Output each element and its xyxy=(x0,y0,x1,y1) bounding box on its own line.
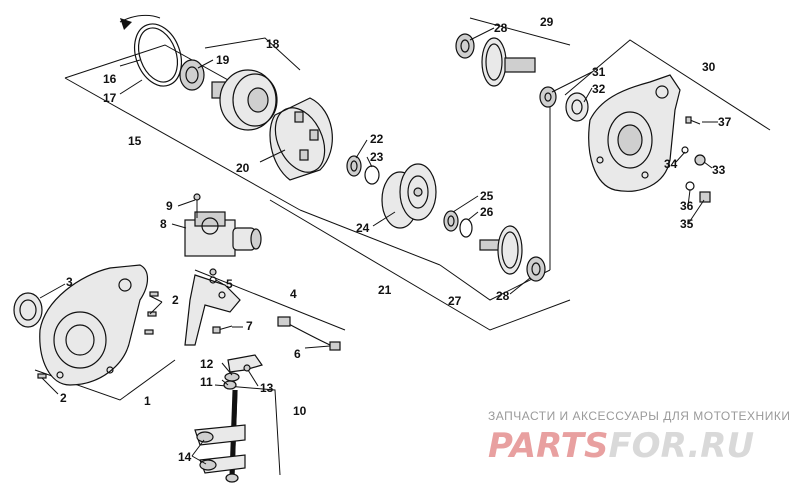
clutch-hub xyxy=(211,69,278,131)
watermark-logo: PARTSFOR.RU xyxy=(488,426,754,466)
callout-20: 20 xyxy=(236,161,250,175)
callout-8: 8 xyxy=(160,217,167,231)
callout-24: 24 xyxy=(356,221,370,235)
o-ring-34 xyxy=(681,146,689,154)
callout-2a: 2 xyxy=(172,293,179,307)
callout-28-upper: 28 xyxy=(494,21,508,35)
callout-26: 26 xyxy=(480,205,494,219)
callout-33: 33 xyxy=(712,163,726,177)
callout-17: 17 xyxy=(103,91,117,105)
callout-7: 7 xyxy=(246,319,253,333)
bolt-37 xyxy=(685,116,701,125)
callout-21: 21 xyxy=(378,283,392,297)
drain-plug-33 xyxy=(694,154,706,166)
callout-22: 22 xyxy=(370,132,384,146)
callout-19: 19 xyxy=(216,53,230,67)
callout-1: 1 xyxy=(144,394,151,408)
callout-13: 13 xyxy=(260,381,274,395)
watermark-caption: ЗАПЧАСТИ И АКСЕССУАРЫ ДЛЯ МОТОТЕХНИКИ xyxy=(488,409,790,423)
callout-36: 36 xyxy=(680,199,694,213)
shift-shaft-assembly xyxy=(194,354,263,483)
callout-23: 23 xyxy=(370,150,384,164)
callout-18: 18 xyxy=(266,37,280,51)
watermark: ЗАПЧАСТИ И АКСЕССУАРЫ ДЛЯ МОТОТЕХНИКИ PA… xyxy=(488,409,790,466)
callout-31: 31 xyxy=(592,65,606,79)
seal-ring xyxy=(13,292,43,328)
bolt-7 xyxy=(212,325,233,334)
callout-15: 15 xyxy=(128,134,142,148)
washer-31 xyxy=(539,86,557,108)
clutch-pack-24 xyxy=(381,163,437,229)
callout-29: 29 xyxy=(540,15,554,29)
callout-3: 3 xyxy=(66,275,73,289)
callout-37: 37 xyxy=(718,115,732,129)
callout-28-lower: 28 xyxy=(496,289,510,303)
leader-lines xyxy=(39,27,718,465)
watermark-logo-a: PARTS xyxy=(488,426,608,466)
callout-32: 32 xyxy=(592,82,606,96)
callout-2b: 2 xyxy=(60,391,67,405)
clutch-drum xyxy=(269,97,333,181)
callout-6: 6 xyxy=(294,347,301,361)
housing-cover xyxy=(39,264,149,386)
washer-22 xyxy=(346,155,362,177)
washer-25 xyxy=(443,210,459,232)
callout-4: 4 xyxy=(290,287,297,301)
output-gear-27 xyxy=(479,225,523,275)
gear-shaft-29 xyxy=(481,37,536,87)
callout-12: 12 xyxy=(200,357,214,371)
retaining-ring xyxy=(119,14,182,87)
callout-11: 11 xyxy=(200,375,213,389)
washer-26 xyxy=(459,218,473,238)
washer-23 xyxy=(364,165,380,185)
bearing-28-lower xyxy=(526,256,546,282)
callout-35: 35 xyxy=(680,217,694,231)
callout-34: 34 xyxy=(664,157,678,171)
shift-motor xyxy=(184,193,262,257)
bearing-28-upper xyxy=(455,33,475,59)
gear-housing xyxy=(588,74,681,192)
o-ring-36 xyxy=(685,181,695,191)
callout-14: 14 xyxy=(178,450,192,464)
fill-plug-35 xyxy=(699,191,711,203)
callout-27: 27 xyxy=(448,294,462,308)
callout-10: 10 xyxy=(293,404,307,418)
bearing-19 xyxy=(179,59,205,91)
callout-9: 9 xyxy=(166,199,173,213)
callout-25: 25 xyxy=(480,189,494,203)
callout-labels: 1 2 2 3 4 5 6 7 8 9 10 11 12 13 14 15 16… xyxy=(60,15,732,464)
callout-30: 30 xyxy=(702,60,716,74)
watermark-logo-b: FOR.RU xyxy=(608,426,754,466)
callout-16: 16 xyxy=(103,72,117,86)
callout-5: 5 xyxy=(226,277,233,291)
shift-cable xyxy=(277,316,341,351)
bearing-32 xyxy=(565,92,589,122)
